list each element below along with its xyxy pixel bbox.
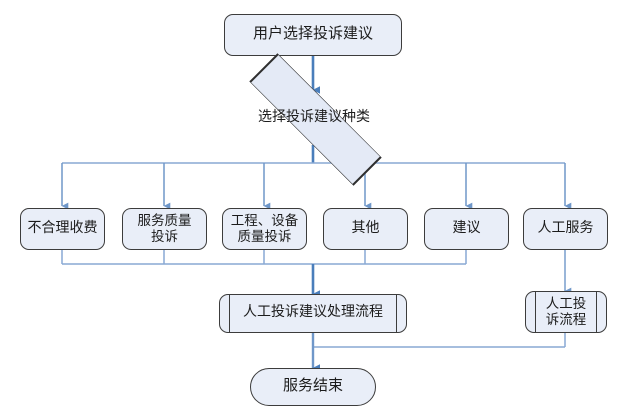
node-category-unreasonable-fee[interactable]: 不合理收费 (20, 208, 105, 250)
node-category-label: 服务质量 投诉 (137, 213, 192, 244)
node-category-other[interactable]: 其他 (323, 208, 408, 250)
node-process-main-label: 人工投诉建议处理流程 (243, 305, 383, 321)
node-category-label: 建议 (452, 220, 481, 236)
node-start-label: 用户选择投诉建议 (252, 26, 373, 43)
node-category-label: 其他 (351, 220, 380, 236)
node-category-service-quality[interactable]: 服务质量 投诉 (122, 208, 207, 250)
node-start[interactable]: 用户选择投诉建议 (224, 14, 402, 56)
node-category-label: 工程、设备 质量投诉 (230, 213, 299, 244)
node-end-label: 服务结束 (282, 378, 343, 395)
node-decision-label: 选择投诉建议种类 (258, 109, 370, 125)
node-process-manual[interactable]: 人工投 诉流程 (525, 291, 607, 333)
node-decision[interactable]: 选择投诉建议种类 (213, 52, 415, 186)
node-category-manual-service[interactable]: 人工服务 (523, 208, 608, 250)
node-end[interactable]: 服务结束 (250, 368, 376, 406)
node-category-suggestion[interactable]: 建议 (424, 208, 509, 250)
node-category-engineering-equipment[interactable]: 工程、设备 质量投诉 (222, 208, 307, 250)
node-process-main[interactable]: 人工投诉建议处理流程 (219, 294, 407, 333)
node-category-label: 不合理收费 (27, 220, 98, 236)
node-category-label: 人工服务 (537, 220, 594, 236)
node-process-manual-label: 人工投 诉流程 (545, 296, 587, 327)
